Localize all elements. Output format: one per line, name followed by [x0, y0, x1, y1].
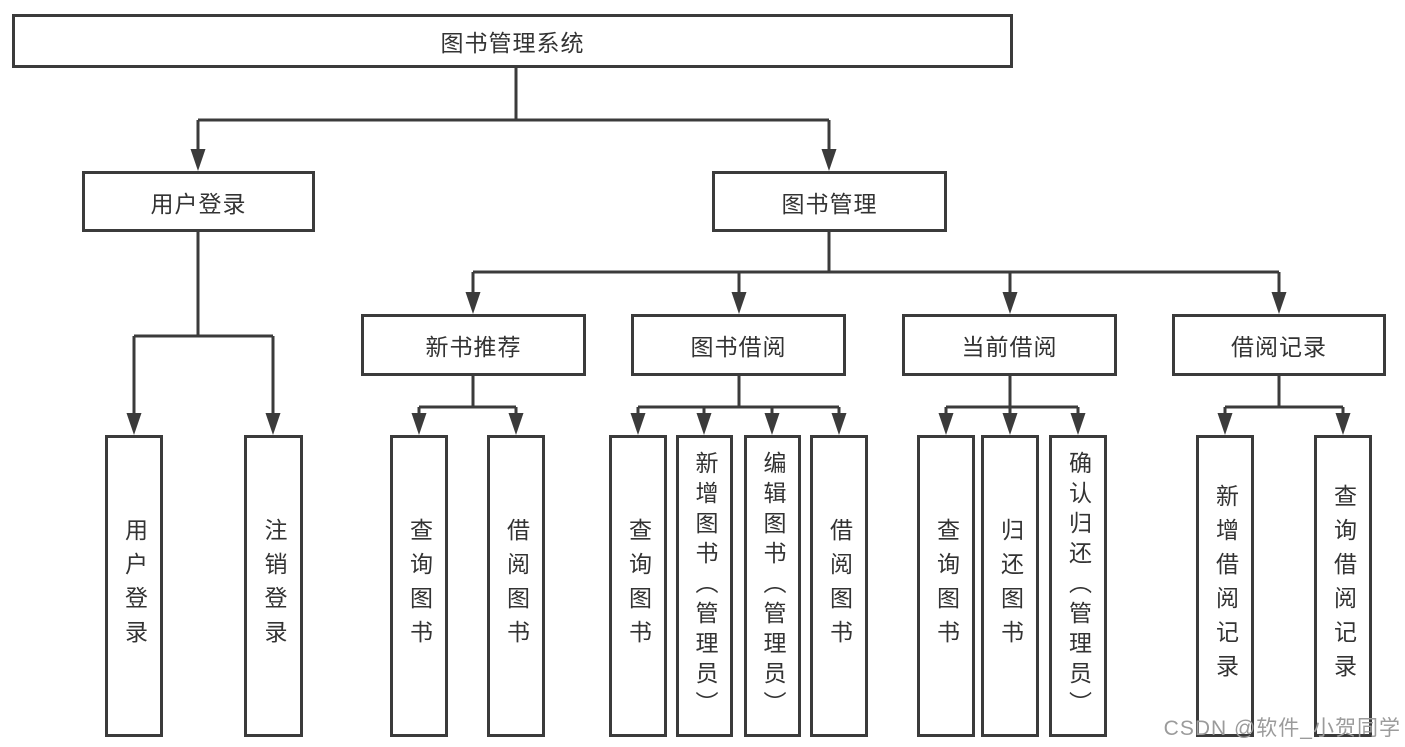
leaf-label: 查询图书: [625, 518, 652, 654]
leaf-label: 借阅图书: [826, 518, 853, 654]
leaf-label: 新增图书（管理员）: [692, 451, 718, 721]
leaf-query-borrow-record: 查询借阅记录: [1314, 435, 1372, 737]
node-user-login: 用户登录: [82, 171, 315, 232]
leaf-label: 查询图书: [406, 518, 433, 654]
leaf-label: 借阅图书: [503, 518, 530, 654]
leaf-logout: 注销登录: [244, 435, 303, 737]
node-current-borrow: 当前借阅: [902, 314, 1117, 376]
leaf-add-books-admin: 新增图书（管理员）: [676, 435, 733, 737]
leaf-query-books-3: 查询图书: [917, 435, 975, 737]
node-book-borrow: 图书借阅: [631, 314, 846, 376]
leaf-borrow-books-2: 借阅图书: [810, 435, 868, 737]
leaf-label: 查询图书: [933, 518, 960, 654]
csdn-watermark: CSDN @软件_小贺同学: [1163, 717, 1401, 740]
leaf-label: 归还图书: [997, 518, 1024, 654]
leaf-label: 查询借阅记录: [1330, 484, 1357, 688]
node-borrow-records: 借阅记录: [1172, 314, 1386, 376]
leaf-return-books: 归还图书: [981, 435, 1039, 737]
leaf-query-books-1: 查询图书: [390, 435, 448, 737]
leaf-label: 新增借阅记录: [1212, 484, 1239, 688]
leaf-query-books-2: 查询图书: [609, 435, 667, 737]
leaf-add-borrow-record: 新增借阅记录: [1196, 435, 1254, 737]
leaf-edit-books-admin: 编辑图书（管理员）: [744, 435, 801, 737]
leaf-label: 注销登录: [261, 518, 287, 654]
leaf-label: 编辑图书（管理员）: [760, 451, 786, 721]
node-book-management: 图书管理: [712, 171, 947, 232]
leaf-user-login: 用户登录: [105, 435, 163, 737]
node-new-book-recommend: 新书推荐: [361, 314, 586, 376]
leaf-label: 确认归还（管理员）: [1065, 451, 1092, 721]
node-library-system: 图书管理系统: [12, 14, 1013, 68]
leaf-label: 用户登录: [121, 518, 148, 654]
leaf-borrow-books-1: 借阅图书: [487, 435, 545, 737]
leaf-confirm-return-admin: 确认归还（管理员）: [1049, 435, 1107, 737]
